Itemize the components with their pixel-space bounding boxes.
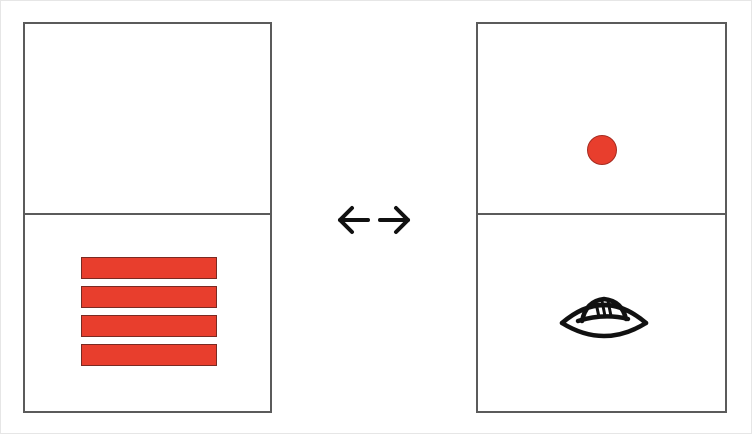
red-dot xyxy=(587,135,617,165)
left-bottom-cell xyxy=(25,214,270,411)
right-card-divider xyxy=(478,213,725,215)
right-top-cell xyxy=(478,24,725,214)
left-card-divider xyxy=(25,213,270,215)
bidirectional-arrow-icon xyxy=(338,206,410,234)
right-card xyxy=(476,22,727,413)
left-top-cell xyxy=(25,24,270,214)
eye-icon xyxy=(559,296,649,339)
stack-bar xyxy=(81,257,217,279)
stack-bar xyxy=(81,344,217,366)
stack-bar xyxy=(81,286,217,308)
left-card xyxy=(23,22,272,413)
stack-bar xyxy=(81,315,217,337)
right-bottom-cell xyxy=(478,214,725,411)
